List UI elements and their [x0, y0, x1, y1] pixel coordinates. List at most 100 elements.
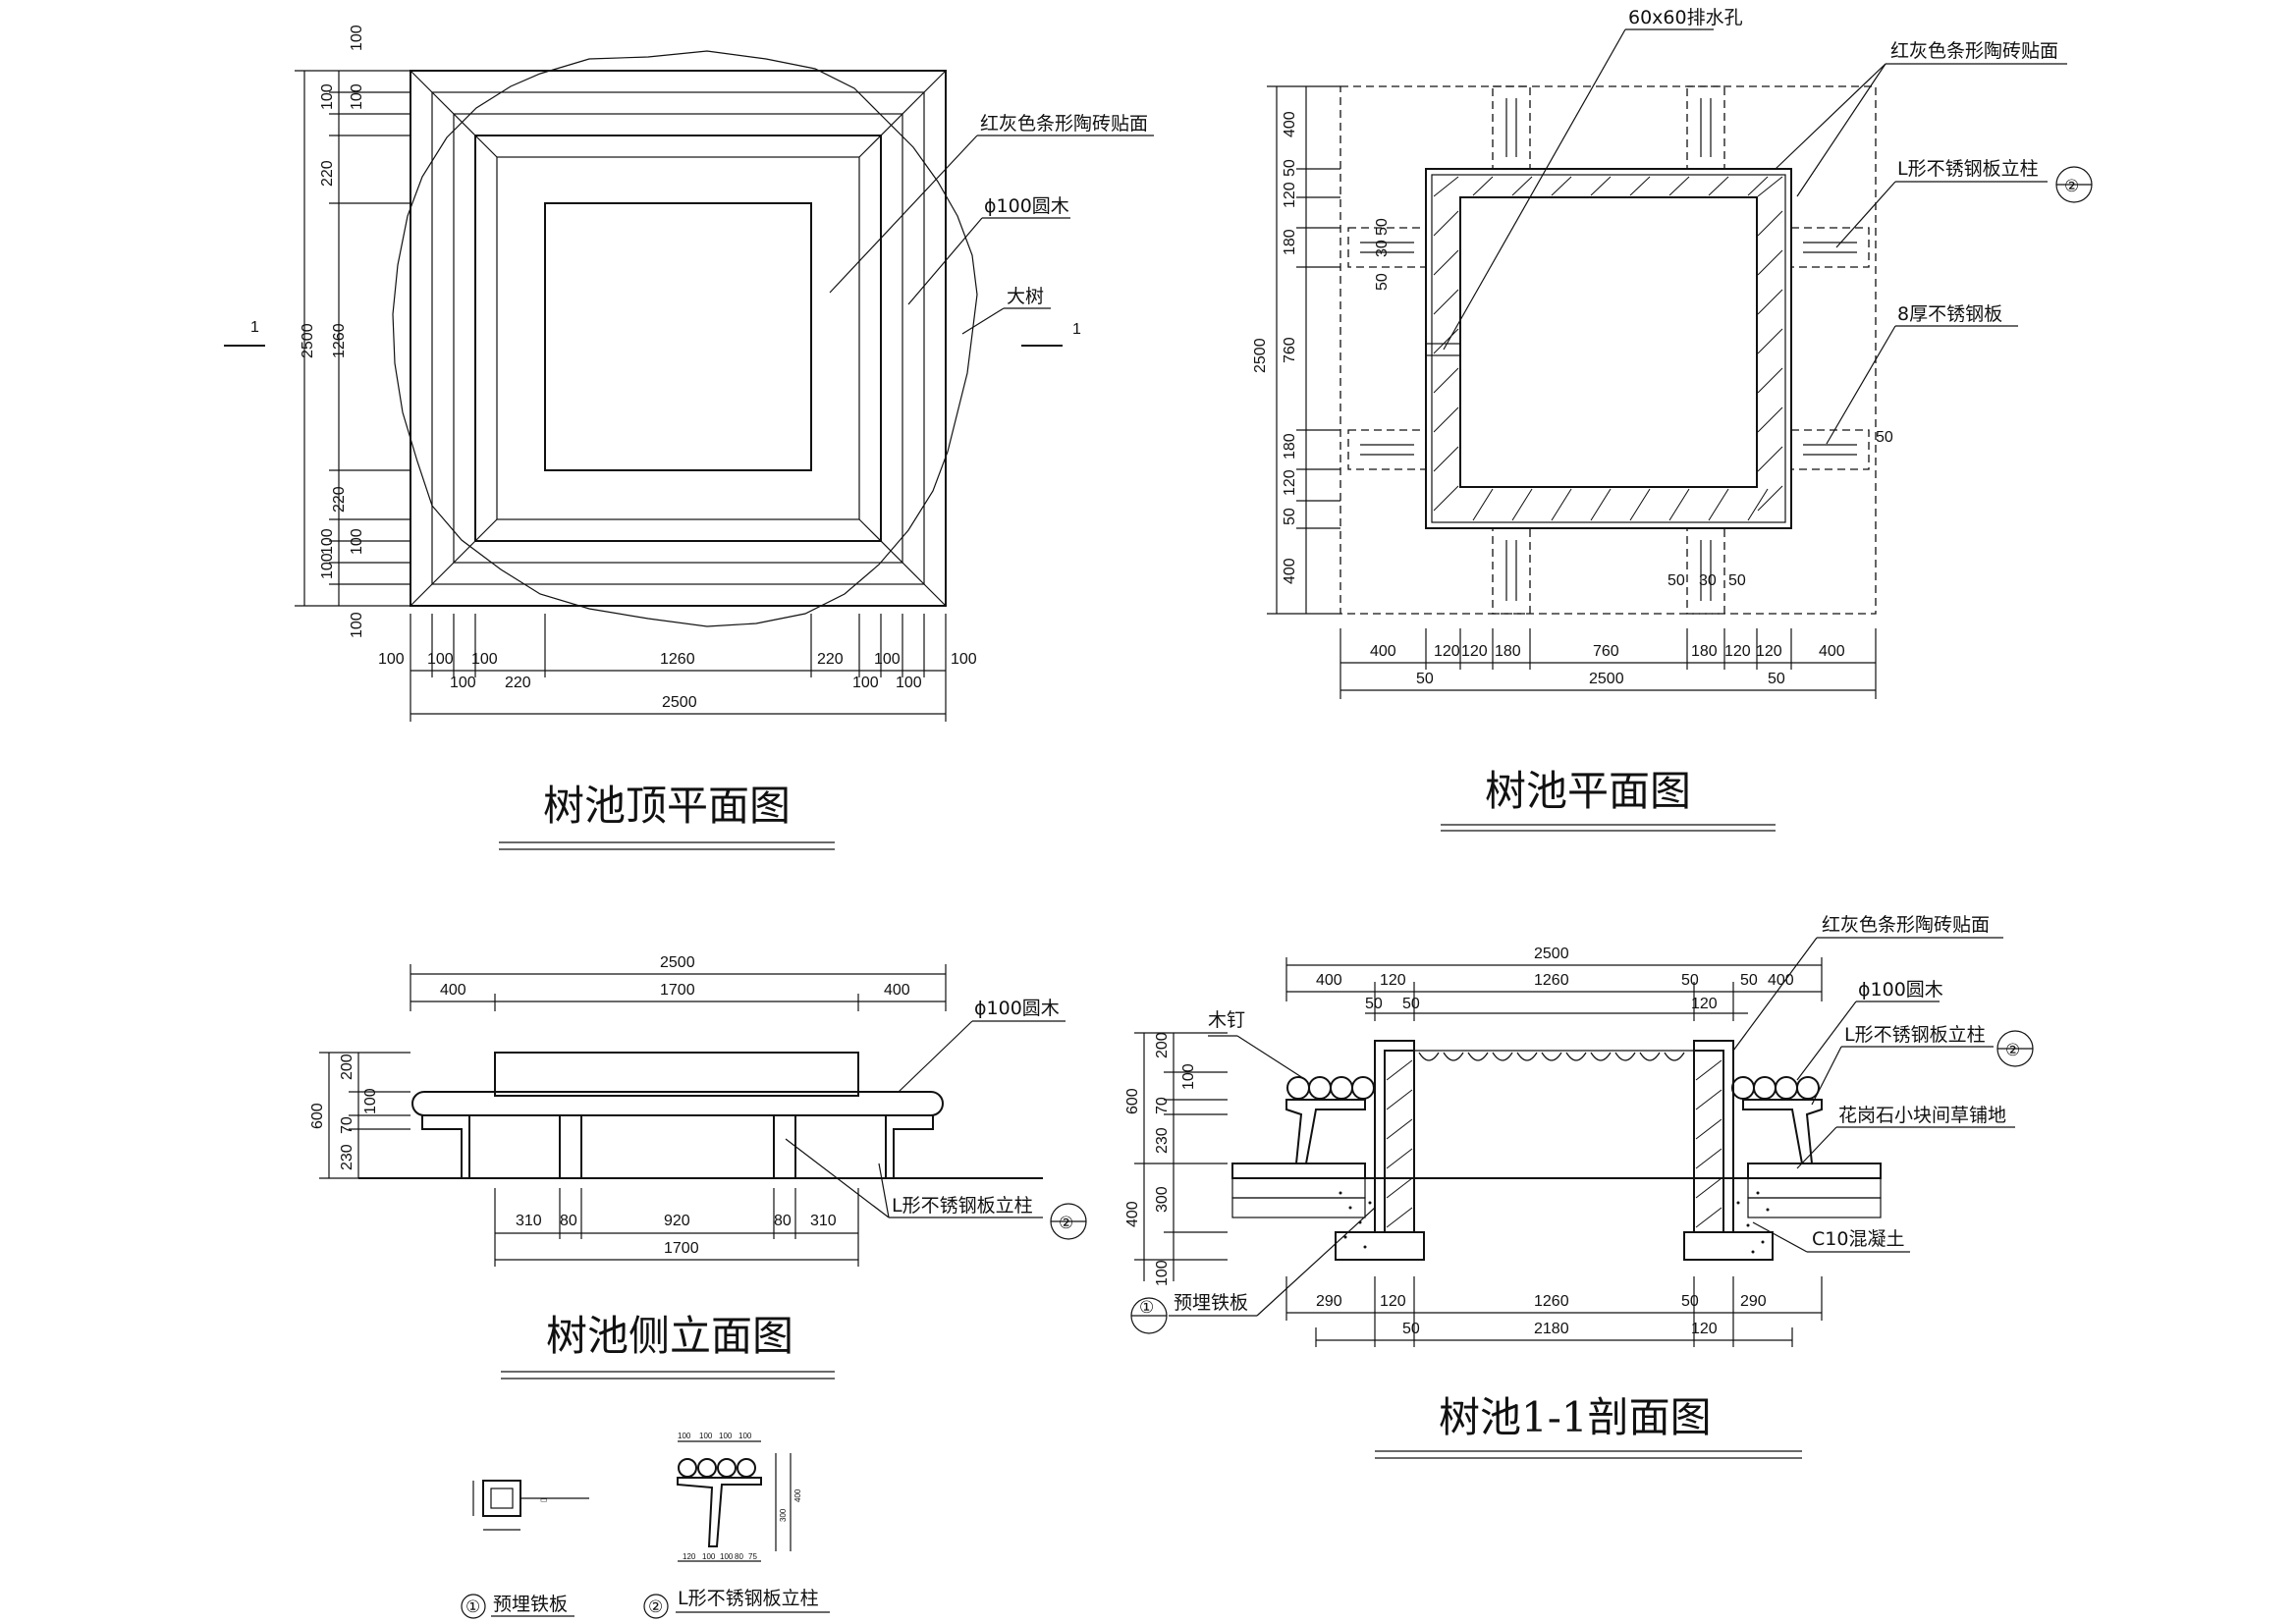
dim-text: 1700: [660, 982, 695, 999]
dim-text: 120: [1724, 643, 1751, 660]
label-granite: 花岗石小块间草铺地: [1838, 1105, 2006, 1126]
detail-ref: ②: [2005, 1041, 2020, 1060]
dim-text: 310: [516, 1213, 542, 1229]
dim-text: 50: [1667, 572, 1685, 589]
dim-text: 50: [1681, 972, 1699, 989]
dim-text: 50: [1768, 671, 1785, 687]
dim-text: 120: [1380, 1293, 1406, 1310]
dim-text: 310: [810, 1213, 837, 1229]
dim-text: 100: [896, 675, 922, 691]
wall-left: [1374, 1040, 1415, 1233]
detail-ref: ①: [1139, 1298, 1154, 1318]
dim-text: 75: [748, 1552, 757, 1561]
tree-pit-opening: [544, 202, 812, 471]
dim-text: 80: [735, 1552, 743, 1561]
label-tile: 红灰色条形陶砖贴面: [1822, 914, 1990, 936]
dim-text: 80: [560, 1213, 577, 1229]
detail-number: ②: [648, 1597, 663, 1617]
dim-text: 2500: [1589, 671, 1624, 687]
dim-text: 50: [1402, 996, 1420, 1012]
dim-text: 120: [1380, 972, 1406, 989]
label-tile: 红灰色条形陶砖贴面: [1890, 40, 2058, 62]
top-plan-view: 100 100 100 220 2500 1260 220 100 100 10…: [224, 25, 1154, 850]
label-log: ϕ100圆木: [974, 998, 1060, 1019]
dim-text: 400: [1124, 1201, 1141, 1227]
dim-text: 2180: [1534, 1321, 1569, 1337]
dim-text: 1260: [331, 323, 348, 358]
svg-text:▭: ▭: [540, 1495, 548, 1504]
dim-text: 600: [309, 1103, 326, 1129]
dim-text: 230: [339, 1144, 355, 1170]
dim-text: 180: [1282, 433, 1298, 460]
tile-ring: [474, 135, 882, 542]
section-view: 2500 400 120 1260 50 50 400 50 50 120 20…: [1124, 914, 2034, 1459]
dim-text: 100: [362, 1088, 379, 1114]
dim-text: 220: [817, 651, 844, 668]
dim-text: 2500: [1534, 946, 1569, 962]
dim-text: 400: [884, 982, 910, 999]
label-post: L形不锈钢板立柱: [892, 1195, 1033, 1217]
dim-text: 290: [1316, 1293, 1342, 1310]
dim-text: 300: [1154, 1186, 1171, 1213]
dim-text: 120: [1756, 643, 1782, 660]
label-nail: 木钉: [1208, 1009, 1245, 1031]
dim-text: 2500: [662, 694, 697, 711]
dim-text: 220: [319, 160, 336, 187]
dim-text: 400: [1282, 111, 1298, 137]
dim-text: 50: [1740, 972, 1758, 989]
section-label: 1: [1072, 321, 1081, 338]
dim-text: 100: [349, 83, 365, 110]
dim-text: 760: [1593, 643, 1619, 660]
detail-l-post: 100 100 100 100 300 400 120 100 100 80 7…: [643, 1432, 830, 1619]
label-tree: 大树: [1007, 286, 1044, 307]
dim-text: 100: [349, 612, 365, 638]
wall-hatch: [1386, 1059, 1722, 1228]
dim-text: 920: [664, 1213, 690, 1229]
dim-text: 100: [702, 1552, 716, 1561]
dim-text: 400: [1316, 972, 1342, 989]
dim-text: 120: [1434, 643, 1460, 660]
detail-title: L形不锈钢板立柱: [678, 1588, 819, 1609]
label-log: ϕ100圆木: [1858, 979, 1943, 1001]
hatching: [1433, 176, 1783, 521]
dim-text: 100: [378, 651, 405, 668]
plan-title: 树池平面图: [1485, 767, 1691, 815]
extent-dashed: [1339, 85, 1877, 615]
dim-text: 80: [774, 1213, 792, 1229]
dim-text: 50: [1282, 508, 1298, 525]
drain-hole: [1425, 343, 1461, 356]
dim-text: 180: [1282, 229, 1298, 255]
dim-text: 100: [719, 1432, 733, 1440]
dim-text: 100: [319, 83, 336, 110]
detail-title: 预埋铁板: [493, 1594, 568, 1615]
label-drain: 60x60排水孔: [1628, 7, 1743, 28]
dim-text: 1260: [1534, 1293, 1569, 1310]
dim-text: 100: [319, 553, 336, 579]
label-post: L形不锈钢板立柱: [1897, 158, 2039, 180]
dim-text: 50: [1365, 996, 1383, 1012]
dim-text: 100: [349, 528, 365, 555]
top-plan-title: 树池顶平面图: [543, 782, 791, 830]
dim-text: 120: [683, 1552, 696, 1561]
side-elevation-view: 2500 400 1700 400 200 600 100 70 230 ϕ10…: [309, 954, 1087, 1380]
section-label: 1: [250, 319, 259, 336]
dim-text: 400: [440, 982, 466, 999]
dim-text: 230: [1154, 1127, 1171, 1154]
dim-text: 400: [1819, 643, 1845, 660]
dim-text: 100: [951, 651, 977, 668]
dim-text: 400: [793, 1488, 802, 1502]
dim-text: 1700: [664, 1240, 699, 1257]
dim-text: 120: [1691, 996, 1718, 1012]
dim-text: 300: [779, 1508, 788, 1522]
dim-text: 100: [720, 1552, 734, 1561]
section-title: 树池1-1剖面图: [1439, 1393, 1712, 1441]
pit-inner: [1459, 196, 1758, 488]
dim-text: 100: [874, 651, 901, 668]
label-plate: 8厚不锈钢板: [1897, 303, 2002, 325]
dim-text: 50: [1416, 671, 1434, 687]
dim-text: 220: [505, 675, 531, 691]
dim-text: 220: [331, 486, 348, 513]
dim-text: 50: [1681, 1293, 1699, 1310]
dim-text: 1260: [1534, 972, 1569, 989]
